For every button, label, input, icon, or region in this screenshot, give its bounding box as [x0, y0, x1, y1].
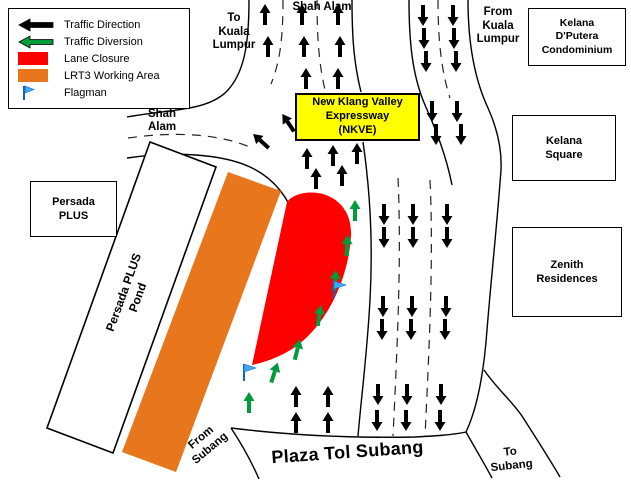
lane-closure-area [252, 192, 352, 365]
label-from-shah-alam: From Shah Alam [292, 0, 352, 13]
building-kelana-dputera-condominium: Kelana D'Putera Condominium [528, 8, 626, 66]
lane-markings [127, 0, 451, 437]
legend-label: Lane Closure [64, 52, 130, 65]
legend-item-traffic-direction: Traffic Direction [18, 16, 180, 33]
label-to-subang: To Subang [490, 445, 534, 474]
legend-label: Traffic Diversion [64, 35, 143, 48]
green-arrow-icon [18, 34, 56, 49]
red-swatch-icon [18, 52, 56, 65]
legend-item-lane-closure: Lane Closure [18, 50, 180, 67]
nkve-line: New Klang Valley [312, 96, 403, 109]
orange-swatch-icon [18, 69, 56, 82]
flagman-icon [243, 363, 257, 382]
nkve-line: (NKVE) [338, 123, 377, 136]
traffic-direction-arrows [247, 2, 469, 435]
building-persada-plus: Persada PLUS [30, 181, 117, 237]
legend-item-traffic-diversion: Traffic Diversion [18, 33, 180, 50]
persada-plus-pond-area [45, 140, 218, 455]
lrt3-working-area [122, 172, 281, 472]
black-arrow-icon [18, 17, 56, 32]
nkve-line: Expressway [325, 110, 390, 123]
building-kelana-square: Kelana Square [512, 115, 616, 181]
label-from-kuala-lumpur: From Kuala Lumpur [476, 6, 520, 46]
legend-item-flagman: Flagman [18, 84, 180, 101]
legend: Traffic Direction Traffic Diversion Lane… [8, 8, 190, 109]
label-to-kuala-lumpur: To Kuala Lumpur [212, 12, 256, 52]
building-zenith-residences: Zenith Residences [512, 227, 622, 317]
legend-label: LRT3 Working Area [64, 69, 160, 82]
legend-label: Flagman [64, 86, 107, 99]
legend-item-lrt3-working-area: LRT3 Working Area [18, 67, 180, 84]
legend-label: Traffic Direction [64, 18, 141, 31]
nkve-label-box: New Klang Valley Expressway (NKVE) [295, 93, 420, 141]
flag-icon [18, 84, 56, 102]
